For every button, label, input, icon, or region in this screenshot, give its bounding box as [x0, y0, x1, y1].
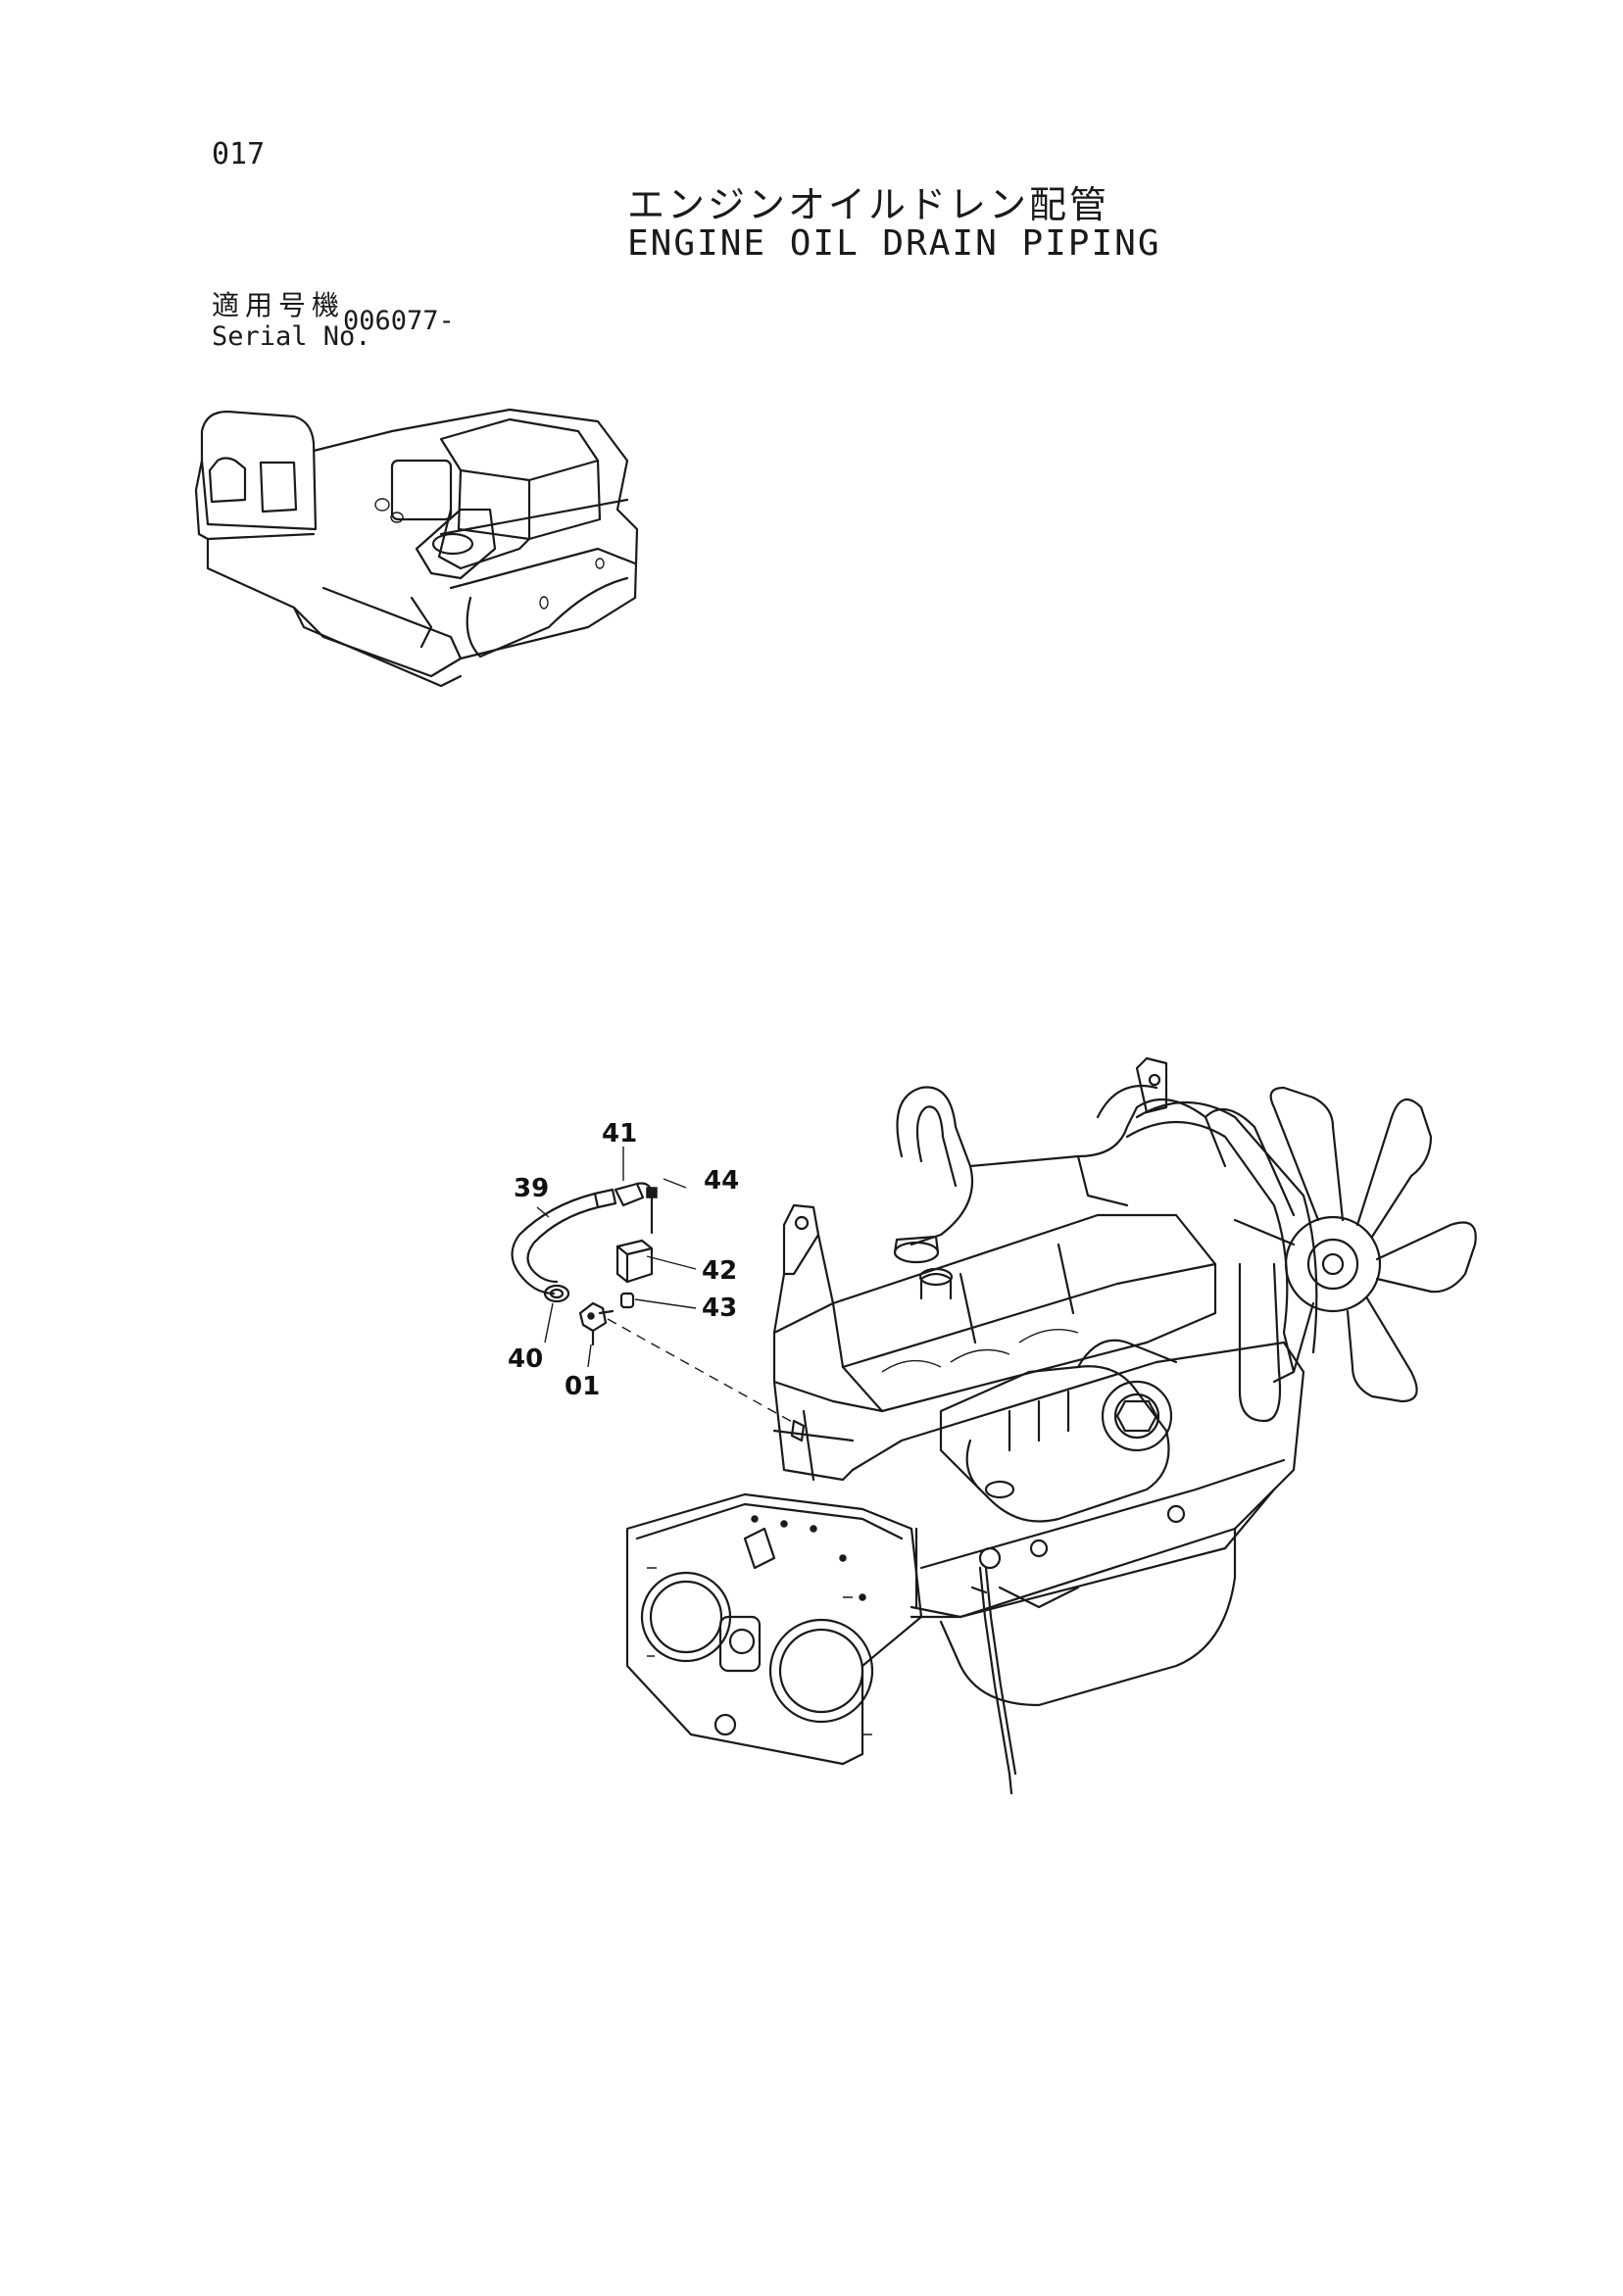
serial-label-japanese: 適用号機 — [212, 289, 346, 321]
callout-01: 01 — [565, 1372, 601, 1401]
serial-number-value: 006077- — [343, 306, 455, 336]
callout-40: 40 — [508, 1344, 544, 1374]
page-title-english: ENGINE OIL DRAIN PIPING — [627, 223, 1161, 264]
callout-39: 39 — [514, 1174, 550, 1203]
callout-41: 41 — [602, 1119, 638, 1148]
page-number: 017 — [212, 137, 266, 171]
callout-44: 44 — [704, 1166, 740, 1196]
cooling-fan — [1096, 1056, 1477, 1403]
callout-leader-lines — [536, 1147, 697, 1368]
engine-assembly-illustration — [625, 1056, 1477, 1795]
callout-42: 42 — [702, 1256, 738, 1286]
machine-overview-illustration — [194, 408, 639, 688]
page-title-japanese: エンジンオイルドレン配管 — [627, 183, 1110, 226]
drain-piping-parts — [511, 1182, 795, 1424]
serial-label-english: Serial No. — [212, 321, 371, 352]
callout-43: 43 — [702, 1294, 738, 1323]
